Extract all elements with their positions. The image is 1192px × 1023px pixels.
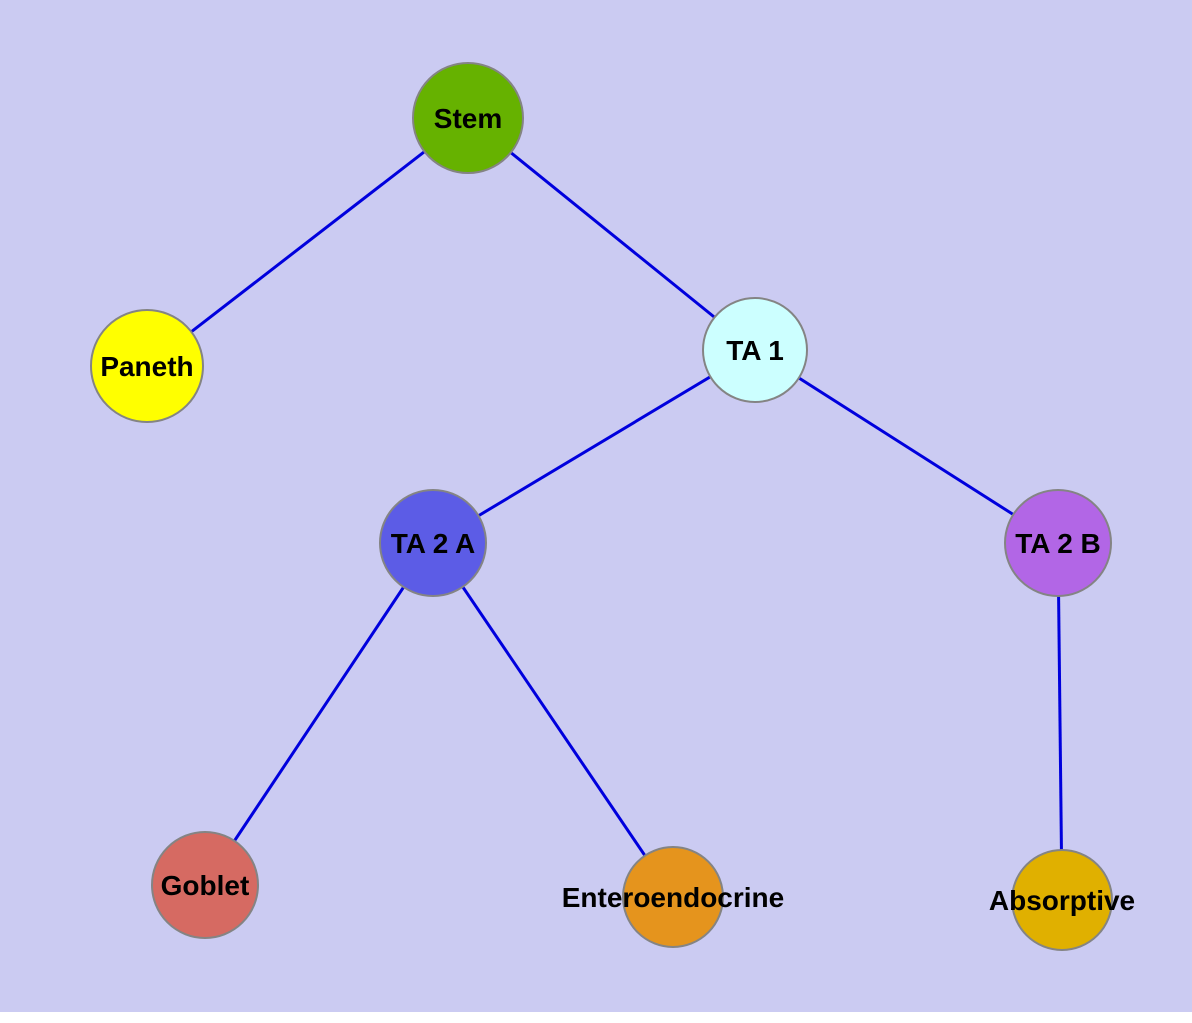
- edges-layer: [146, 116, 1064, 901]
- edge-ta-1-ta-2-b: [754, 348, 1059, 545]
- node-circle-goblet[interactable]: [151, 831, 259, 939]
- node-circle-stem[interactable]: [412, 62, 524, 174]
- edge-ta-2-a-enteroendocrine: [431, 542, 675, 898]
- graph-node-ta-2-a[interactable]: TA 2 A: [379, 489, 487, 597]
- edge-ta-1-ta-2-a: [432, 348, 756, 545]
- node-circle-enteroendocrine[interactable]: [622, 846, 724, 948]
- graph-node-ta-1[interactable]: TA 1: [702, 297, 808, 403]
- graph-node-ta-2-b[interactable]: TA 2 B: [1004, 489, 1112, 597]
- node-circle-absorptive[interactable]: [1011, 849, 1113, 951]
- graph-node-goblet[interactable]: Goblet: [151, 831, 259, 939]
- edge-ta-2-a-goblet: [203, 542, 435, 886]
- node-circle-ta-1[interactable]: [702, 297, 808, 403]
- node-circle-ta-2-b[interactable]: [1004, 489, 1112, 597]
- graph-node-paneth[interactable]: Paneth: [90, 309, 204, 423]
- edge-ta-2-b-absorptive: [1056, 542, 1064, 901]
- node-circle-ta-2-a[interactable]: [379, 489, 487, 597]
- edge-stem-ta-1: [467, 116, 756, 352]
- node-circle-paneth[interactable]: [90, 309, 204, 423]
- graph-node-stem[interactable]: Stem: [412, 62, 524, 174]
- edge-stem-paneth: [146, 116, 469, 368]
